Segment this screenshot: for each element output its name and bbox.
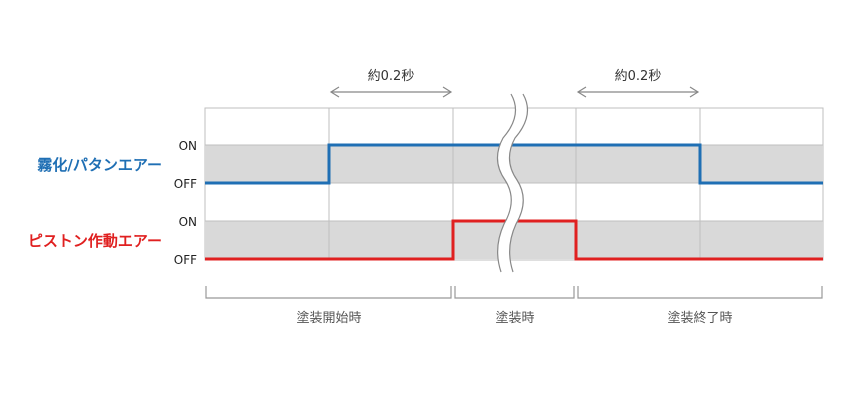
atomize-off-label: OFF [174,177,197,191]
phase-bracket-during [454,286,575,299]
atomize-on-label: ON [179,139,197,153]
duration-label-start: 約0.2秒 [368,69,415,84]
double-arrow-icon [576,86,700,98]
phase-label-end: 塗装終了時 [667,310,732,326]
duration-label-end: 約0.2秒 [615,69,662,84]
atomize-signal-line [205,143,823,185]
phase-label-start: 塗装開始時 [296,310,361,326]
double-arrow-icon [329,86,453,98]
wavy-break-icon [496,93,529,273]
phase-bracket-start [205,286,452,299]
phase-bracket-end [577,286,823,299]
piston-on-label: ON [179,215,197,229]
phase-label-during: 塗装時 [495,310,534,326]
atomize-signal-name: 霧化/パタンエアー [37,156,162,174]
piston-off-label: OFF [174,253,197,267]
piston-signal-name: ピストン作動エアー [28,232,162,250]
